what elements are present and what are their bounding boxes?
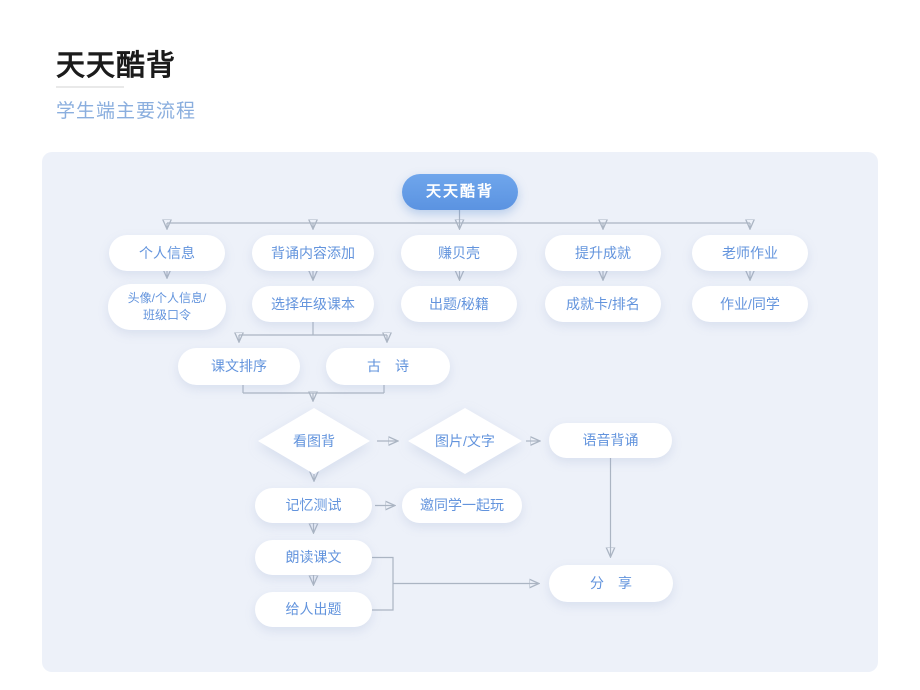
node-share: 分 享 bbox=[549, 565, 673, 602]
node-achievement-rank: 成就卡/排名 bbox=[545, 286, 661, 322]
node-profile: 个人信息 bbox=[109, 235, 225, 271]
page-subtitle: 学生端主要流程 bbox=[56, 101, 197, 122]
node-make-questions: 给人出题 bbox=[255, 592, 372, 627]
diamond-picture-text: 图片/文字 bbox=[408, 408, 522, 474]
node-quiz-secrets: 出题/秘籍 bbox=[401, 286, 517, 322]
node-teacher-homework: 老师作业 bbox=[692, 235, 808, 271]
node-avatar-info: 头像/个人信息/ 班级口令 bbox=[108, 284, 226, 330]
title-divider bbox=[56, 86, 124, 88]
page-title: 天天酷背 bbox=[56, 50, 177, 82]
node-look-picture-recite: 看图背 bbox=[258, 408, 370, 474]
node-voice-recite: 语音背诵 bbox=[549, 423, 672, 458]
node-read-text: 朗读课文 bbox=[255, 540, 372, 575]
diamond-look-picture-recite: 看图背 bbox=[258, 408, 370, 474]
node-add-content: 背诵内容添加 bbox=[252, 235, 374, 271]
node-text-order: 课文排序 bbox=[178, 348, 300, 385]
node-homework-classmates: 作业/同学 bbox=[692, 286, 808, 322]
node-earn-shells: 赚贝壳 bbox=[401, 235, 517, 271]
node-boost-achievement: 提升成就 bbox=[545, 235, 661, 271]
node-select-textbook: 选择年级课本 bbox=[252, 286, 374, 322]
node-root-app: 天天酷背 bbox=[402, 174, 518, 210]
node-picture-text: 图片/文字 bbox=[408, 408, 522, 474]
node-invite-classmates: 邀同学一起玩 bbox=[402, 488, 522, 523]
node-ancient-poem: 古 诗 bbox=[326, 348, 450, 385]
node-memory-test: 记忆测试 bbox=[255, 488, 372, 523]
